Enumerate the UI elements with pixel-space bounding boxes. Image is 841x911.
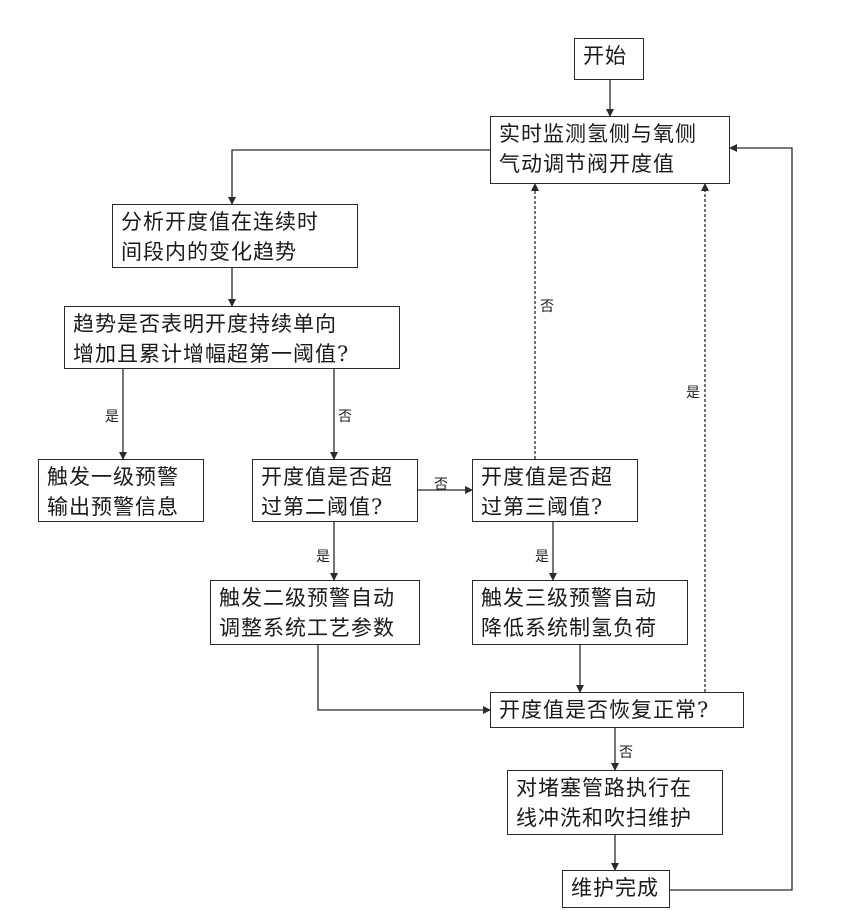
check2-line-1: 开度值是否超: [261, 462, 409, 492]
trend-check-line-2: 增加且累计增幅超第一阈值?: [73, 339, 391, 369]
label-check3-no: 否: [540, 296, 554, 316]
done-box: 维护完成: [562, 870, 670, 908]
flush-line-1: 对堵塞管路执行在: [516, 773, 714, 803]
edge-monitor-analyze: [232, 150, 490, 204]
label-check3-yes: 是: [535, 546, 549, 566]
trend-check-line-1: 趋势是否表明开度持续单向: [73, 309, 391, 339]
label-check2-yes: 是: [316, 546, 330, 566]
analyze-line-1: 分析开度值在连续时: [121, 207, 349, 237]
analyze-line-2: 间段内的变化趋势: [121, 237, 349, 267]
label-recover-yes: 是: [686, 382, 700, 402]
analyze-box: 分析开度值在连续时 间段内的变化趋势: [112, 204, 358, 268]
alarm1-line-1: 触发一级预警: [47, 462, 195, 492]
alarm1-box: 触发一级预警 输出预警信息: [38, 459, 204, 522]
monitor-line-2: 气动调节阀开度值: [499, 149, 721, 179]
alarm2-line-2: 调整系统工艺参数: [219, 613, 411, 643]
done-text: 维护完成: [571, 873, 661, 903]
check3-line-1: 开度值是否超: [481, 462, 629, 492]
check2-line-2: 过第二阈值?: [261, 492, 409, 522]
label-trend-yes: 是: [105, 406, 119, 426]
label-recover-no: 否: [619, 742, 633, 762]
start-text: 开始: [583, 41, 635, 71]
monitor-line-1: 实时监测氢侧与氧侧: [499, 119, 721, 149]
alarm3-line-2: 降低系统制氢负荷: [481, 613, 679, 643]
flush-box: 对堵塞管路执行在 线冲洗和吹扫维护: [507, 770, 723, 835]
recover-check-line-1: 开度值是否恢复正常?: [499, 695, 735, 725]
check3-line-2: 过第三阈值?: [481, 492, 629, 522]
check2-box: 开度值是否超 过第二阈值?: [252, 459, 418, 522]
alarm2-line-1: 触发二级预警自动: [219, 583, 411, 613]
start-box: 开始: [574, 38, 644, 80]
edge-alarm2-recover: [318, 645, 490, 710]
recover-check-box: 开度值是否恢复正常?: [490, 692, 744, 728]
alarm1-line-2: 输出预警信息: [47, 492, 195, 522]
monitor-box: 实时监测氢侧与氧侧 气动调节阀开度值: [490, 116, 730, 184]
alarm3-box: 触发三级预警自动 降低系统制氢负荷: [472, 580, 688, 645]
flush-line-2: 线冲洗和吹扫维护: [516, 803, 714, 833]
alarm2-box: 触发二级预警自动 调整系统工艺参数: [210, 580, 420, 645]
check3-box: 开度值是否超 过第三阈值?: [472, 459, 638, 522]
trend-check-box: 趋势是否表明开度持续单向 增加且累计增幅超第一阈值?: [64, 306, 400, 369]
label-trend-no: 否: [338, 406, 352, 426]
label-check2-no: 否: [434, 474, 448, 494]
alarm3-line-1: 触发三级预警自动: [481, 583, 679, 613]
